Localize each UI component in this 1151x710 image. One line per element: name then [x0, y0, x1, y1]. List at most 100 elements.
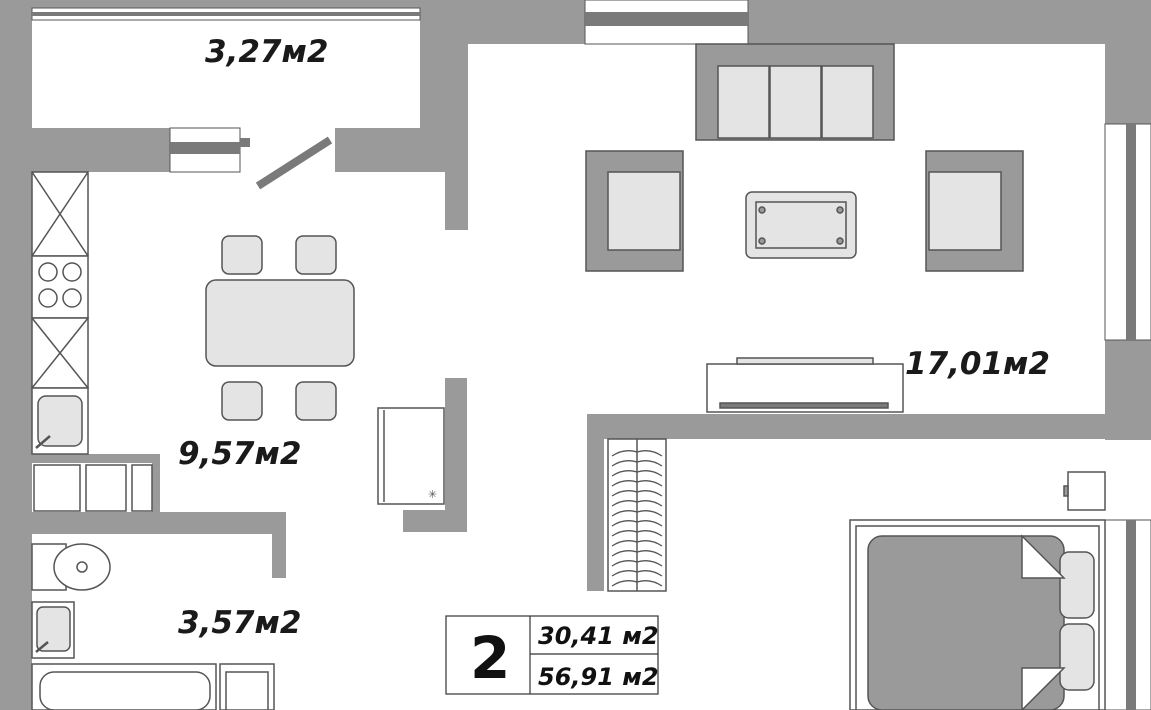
kitchen-area-label: 9,57м2 [178, 436, 301, 472]
hanger [611, 500, 663, 507]
hanger [611, 460, 663, 467]
sofa-cushion-2 [769, 65, 822, 139]
hanger [611, 450, 663, 457]
bathroom-tap [35, 641, 49, 653]
apartment-info-box: 2 30,41 м2 56,91 м2 [445, 615, 659, 695]
shelf-2 [85, 464, 127, 512]
coffee-table-leg-2 [836, 206, 844, 214]
sofa [695, 43, 895, 141]
pillow-1 [1059, 551, 1095, 619]
hanger [611, 520, 663, 527]
wall-bath-top [32, 512, 286, 534]
coffee-table-leg-4 [836, 237, 844, 245]
wall-right-mid [1105, 340, 1151, 440]
wall-kitchen-shelf [32, 454, 160, 463]
total-area-value: 56,91 м2 [538, 663, 659, 691]
wall-top-right [748, 0, 1151, 44]
bedside-box [1067, 471, 1106, 511]
bed [849, 519, 1106, 710]
fridge-body [377, 407, 445, 505]
sofa-cushion-1 [717, 65, 770, 139]
balcony-area-label: 3,27м2 [205, 34, 328, 70]
wall-fridge-niche [445, 378, 467, 532]
wall-left-outer [0, 0, 32, 710]
hanger [611, 470, 663, 477]
toilet-flush [76, 561, 88, 573]
sofa-cushion-3 [821, 65, 874, 139]
washing-machine-inner [225, 671, 269, 710]
wall-top-left [420, 0, 585, 44]
wall-pillar [445, 128, 468, 230]
wall-fridge-bottom [403, 510, 467, 532]
hanger [611, 530, 663, 537]
bed-blanket [867, 535, 1065, 710]
dining-set [205, 235, 355, 421]
coffee-table-leg-3 [758, 237, 766, 245]
window-right-living-line [1126, 124, 1136, 340]
dining-chair-3 [221, 381, 263, 421]
shelf-1 [33, 464, 81, 512]
wall-bath-right [272, 512, 286, 578]
pillow-2 [1059, 623, 1095, 691]
window-balcony-line [32, 12, 420, 16]
wall-balcony-top [32, 0, 420, 8]
burner-2 [62, 262, 82, 282]
bathroom-fixtures [31, 543, 275, 710]
info-box-frame [445, 615, 659, 695]
dining-chair-2 [295, 235, 337, 275]
coffee-table-leg-1 [758, 206, 766, 214]
wall-right-upper [1105, 44, 1151, 124]
coffee-table [745, 191, 857, 259]
fridge-snowflake-icon: ✳ [428, 488, 437, 501]
wall-top-left-drop [420, 44, 468, 128]
bathroom-sink [36, 606, 71, 652]
hanger [611, 490, 663, 497]
dining-table [205, 279, 355, 367]
dining-chair-1 [221, 235, 263, 275]
hanger [611, 540, 663, 547]
hanger [611, 510, 663, 517]
wall-living-bottom [587, 414, 1105, 439]
wall-balcony-bottom-right [335, 128, 445, 172]
door-latch [240, 138, 250, 147]
armchair-left-seat [607, 171, 681, 251]
hanger [611, 550, 663, 557]
balcony-door [169, 127, 333, 190]
wardrobe [607, 438, 667, 592]
wardrobe-hangers [611, 450, 663, 587]
living-area-label: 17,01м2 [905, 346, 1050, 382]
hanger [611, 580, 663, 587]
armchair-right [925, 150, 1024, 272]
wall-shelf-right [152, 454, 160, 514]
living-area-value: 30,41 м2 [538, 622, 659, 650]
windows [31, 0, 1151, 710]
wall-balcony-bottom-left [32, 128, 170, 172]
tv-bar [719, 402, 889, 409]
cabinet-x4 [31, 317, 89, 389]
wall-living-bottom-drop [587, 439, 604, 591]
hanger [611, 480, 663, 487]
door-leaf [255, 136, 333, 190]
bathroom-area-label: 3,57м2 [178, 605, 301, 641]
shelf-3 [131, 464, 153, 512]
window-right-bedroom-line [1126, 520, 1136, 710]
burner-3 [38, 288, 58, 308]
tv-stand [706, 357, 904, 413]
kitchen-tap [35, 435, 51, 449]
burner-1 [38, 262, 58, 282]
kitchen-counter [31, 171, 153, 512]
blanket-fold-bottom [1021, 667, 1066, 710]
hanger [611, 570, 663, 577]
kitchen-sink [37, 395, 83, 447]
armchair-left [585, 150, 684, 272]
bathtub-inner [39, 671, 211, 710]
armchair-right-seat [928, 171, 1002, 251]
blanket-fold [1021, 534, 1066, 579]
fridge: ✳ [377, 407, 445, 505]
bedside-unit [1063, 471, 1106, 511]
hanger [611, 560, 663, 567]
window-top-line [585, 12, 748, 26]
bedside-knob [1063, 485, 1069, 497]
